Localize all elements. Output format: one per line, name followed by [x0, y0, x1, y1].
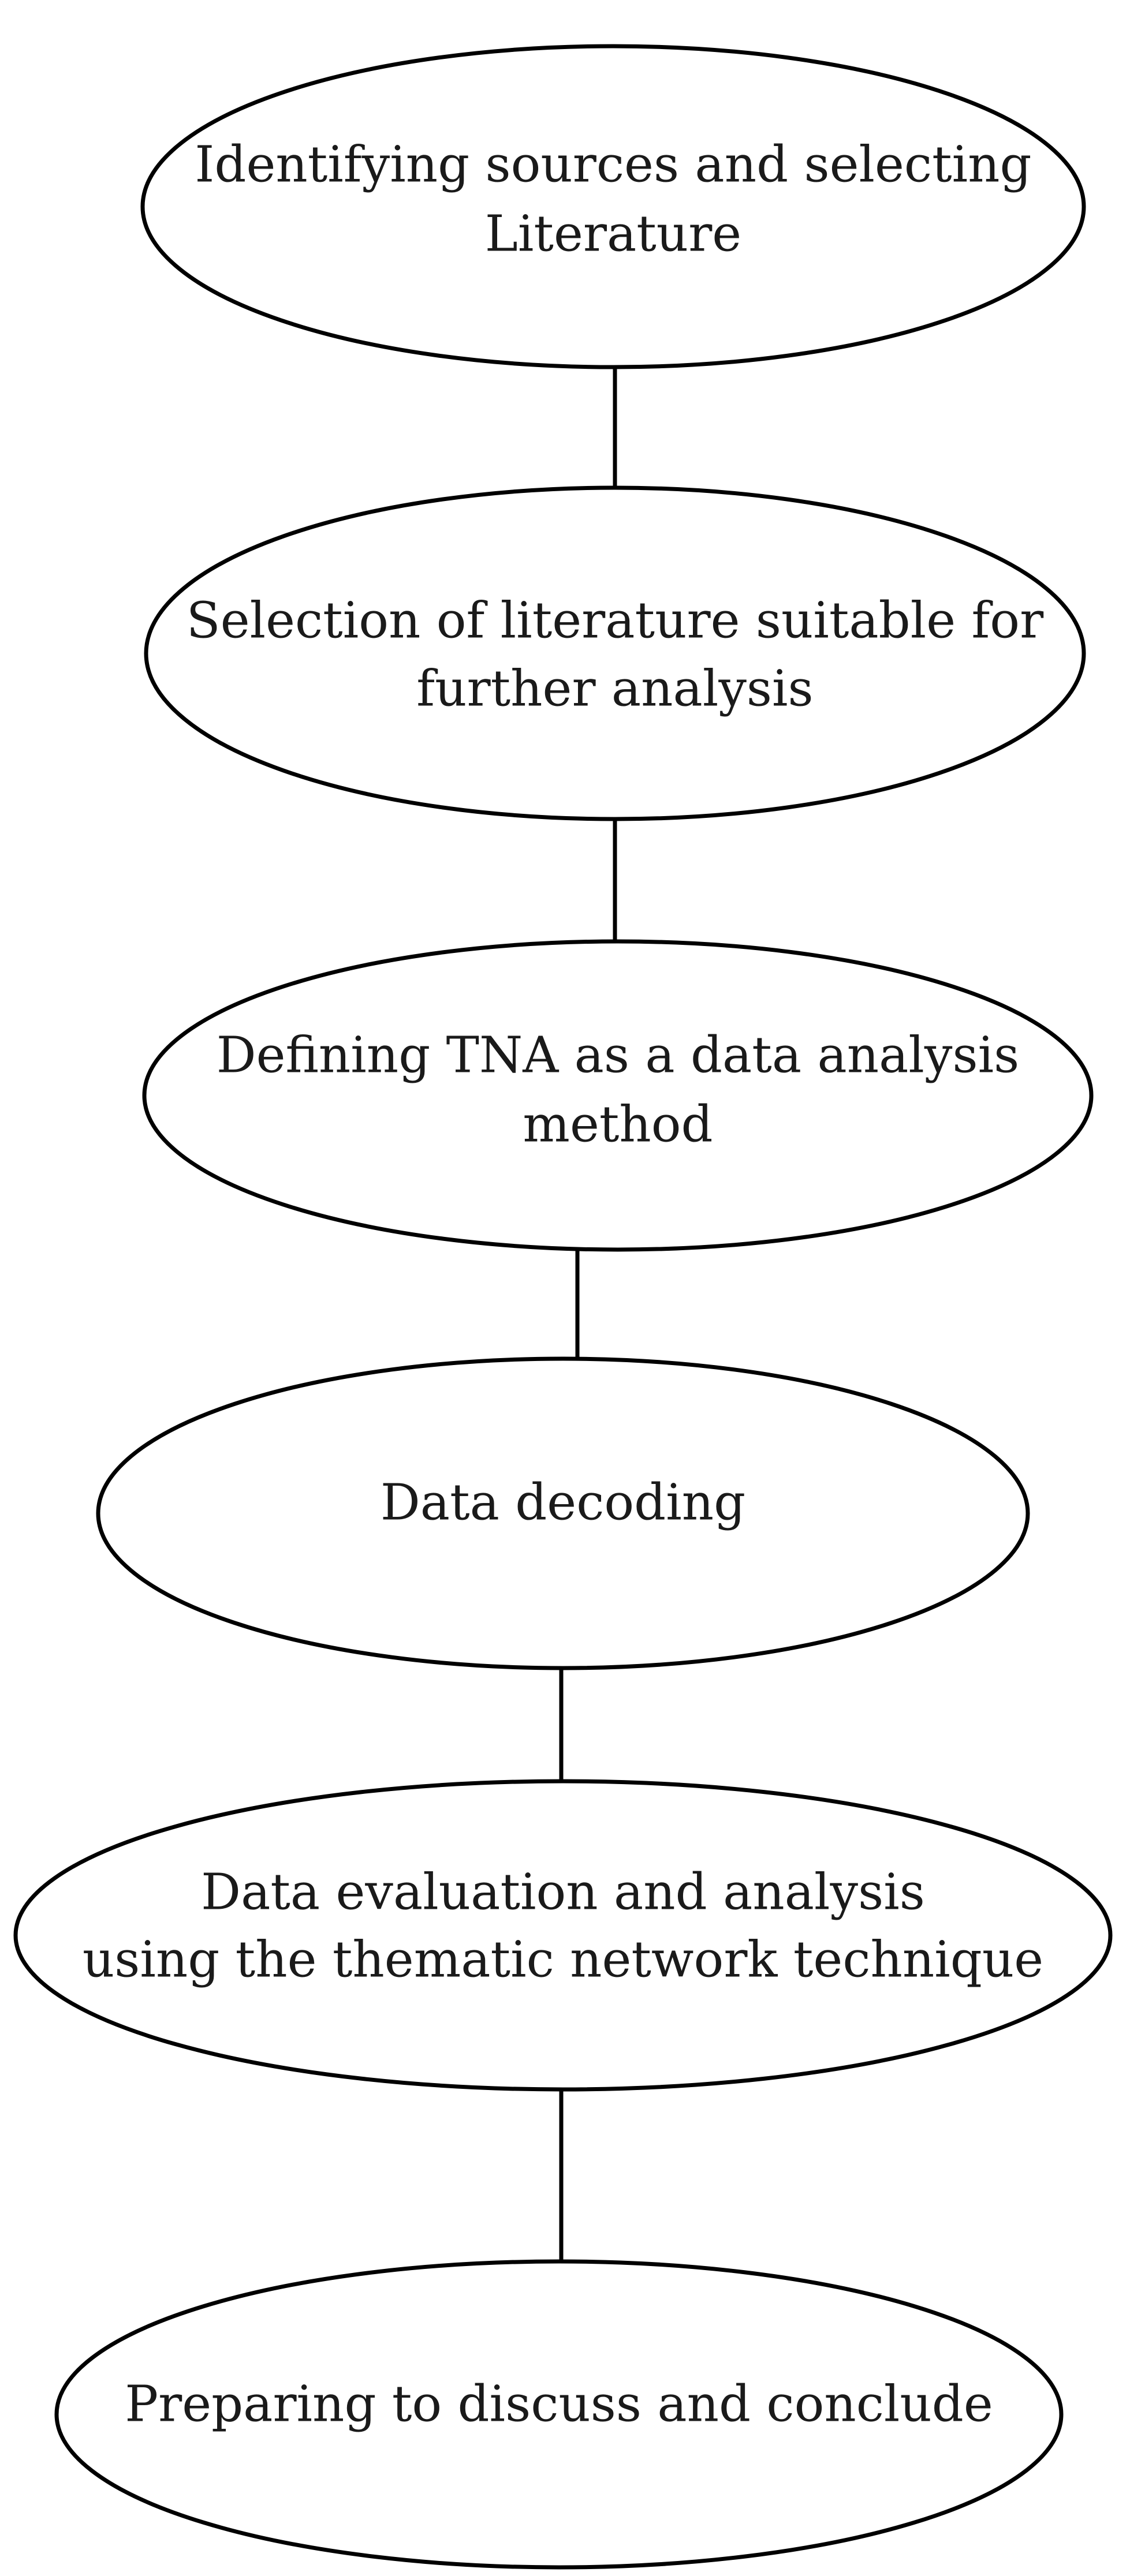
- step-1-line-2: Literature: [485, 205, 741, 263]
- step-3-node: Defining TNA as a data analysis method: [142, 939, 1094, 1252]
- step-3-line-1: Defining TNA as a data analysis: [217, 1027, 1020, 1085]
- step-6-ellipse: [54, 2259, 1064, 2570]
- step-5-ellipse: [13, 1779, 1113, 2092]
- step-4-ellipse: [96, 1356, 1030, 1670]
- step-3-line-2: method: [523, 1096, 713, 1154]
- step-5-node: Data evaluation and analysis using the t…: [13, 1779, 1113, 2092]
- step-6-node: Preparing to discuss and conclude: [54, 2259, 1064, 2570]
- step-4-line-1: Data decoding: [381, 1474, 745, 1532]
- step-1-ellipse: [140, 44, 1086, 369]
- step-2-line-2: further analysis: [416, 660, 813, 718]
- step-1-line-1: Identifying sources and selecting: [195, 136, 1031, 194]
- step-5-line-2: using the thematic network technique: [83, 1931, 1043, 1989]
- step-6-line-1: Preparing to discuss and conclude: [125, 2376, 993, 2433]
- step-2-node: Selection of literature suitable for fur…: [144, 485, 1086, 821]
- step-5-line-1: Data evaluation and analysis: [201, 1864, 925, 1921]
- step-2-ellipse: [144, 485, 1086, 821]
- step-3-ellipse: [142, 939, 1094, 1252]
- step-4-node: Data decoding: [96, 1356, 1030, 1670]
- step-1-node: Identifying sources and selecting Litera…: [140, 44, 1086, 369]
- step-2-line-1: Selection of literature suitable for: [187, 592, 1044, 650]
